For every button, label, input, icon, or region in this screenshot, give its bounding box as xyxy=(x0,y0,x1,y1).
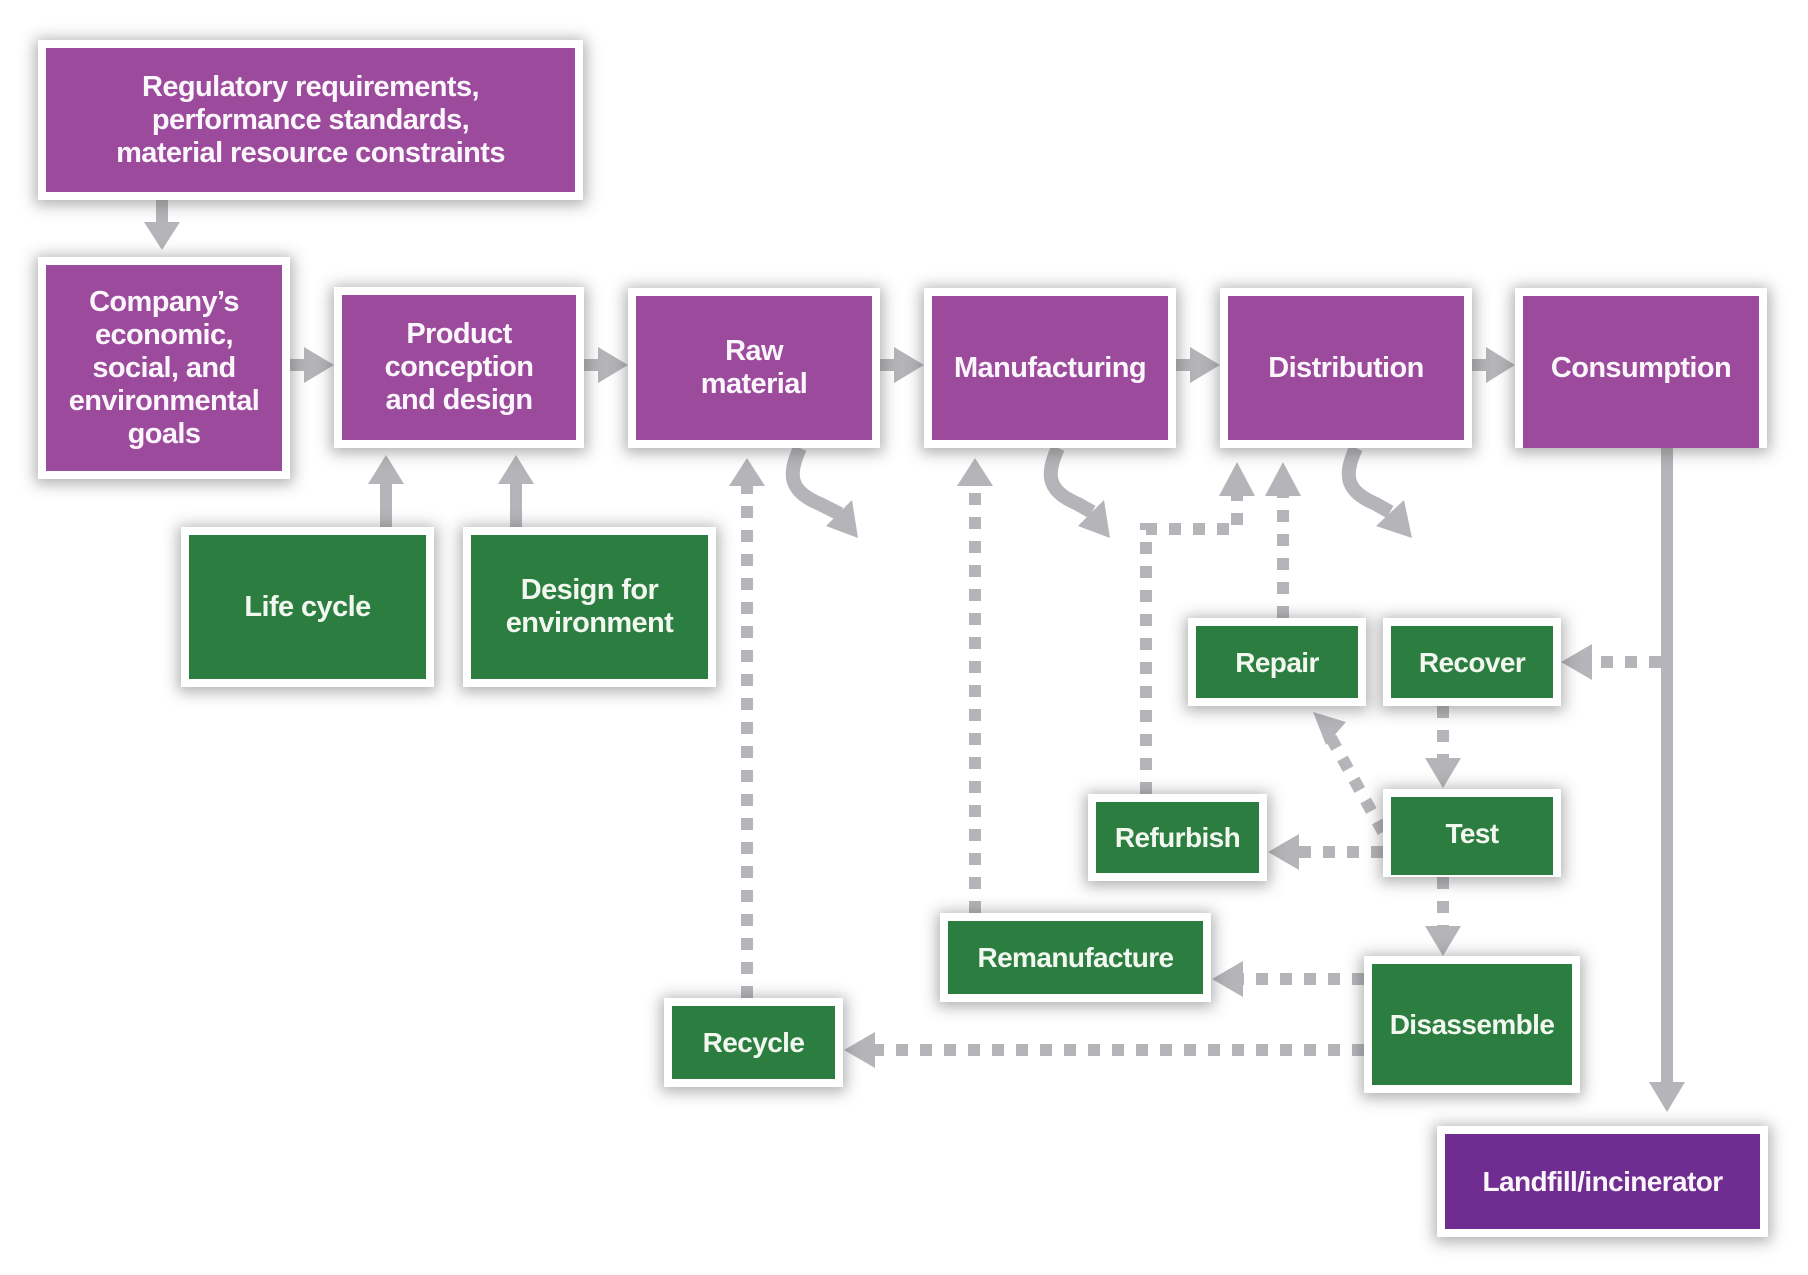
node-label: Company’s economic, social, and environm… xyxy=(68,285,260,450)
node-label: Raw material xyxy=(700,335,808,400)
curved-arrowhead-manufacturing xyxy=(1078,500,1110,538)
arrow-consumption-to-landfill xyxy=(1649,448,1685,1112)
node-label: Landfill/incinerator xyxy=(1482,1166,1723,1197)
node-label: Recover xyxy=(1418,646,1526,678)
curved-arrowhead-raw-material xyxy=(826,500,858,538)
node-remanufacture: Remanufacture xyxy=(940,913,1211,1002)
arrow-manufacturing-to-distribution xyxy=(1176,347,1220,383)
curved-arrow-manufacturing-waste xyxy=(1043,445,1096,519)
node-label: Test xyxy=(1445,817,1499,849)
node-design-for-environment: Design for environment xyxy=(463,527,716,687)
node-label: Remanufacture xyxy=(977,942,1174,973)
node-label: Refurbish xyxy=(1114,822,1241,853)
arrow-design-for-environment-to-product-design xyxy=(498,455,534,528)
arrowhead-disassemble-to-recycle xyxy=(844,1032,875,1068)
node-recycle: Recycle xyxy=(664,998,843,1087)
arrow-goals-to-product-design xyxy=(290,347,334,383)
node-regulatory-requirements: Regulatory requirements, performance sta… xyxy=(38,40,583,200)
node-label: Regulatory requirements, performance sta… xyxy=(116,70,505,169)
node-label: Recycle xyxy=(702,1027,805,1058)
node-label: Product conception and design xyxy=(384,318,534,416)
node-label: Manufacturing xyxy=(954,351,1147,384)
node-consumption: Consumption xyxy=(1515,288,1767,448)
node-label: Repair xyxy=(1235,646,1319,678)
node-disassemble: Disassemble xyxy=(1364,956,1580,1093)
arrowhead-test-to-repair xyxy=(1313,712,1346,745)
node-label: Distribution xyxy=(1268,351,1424,384)
arrow-raw-material-to-manufacturing xyxy=(880,347,924,383)
node-label: Life cycle xyxy=(244,590,371,623)
arrowhead-repair-to-distribution xyxy=(1265,462,1301,496)
curved-arrow-distribution-waste xyxy=(1341,445,1394,519)
arrowhead-recycle-to-raw-material xyxy=(729,458,765,486)
node-landfill-incinerator: Landfill/incinerator xyxy=(1437,1126,1768,1237)
arrowhead-consumption-to-recover xyxy=(1561,644,1592,680)
node-label: Consumption xyxy=(1550,351,1732,384)
arrowhead-refurbish-to-distribution xyxy=(1219,462,1255,496)
node-distribution: Distribution xyxy=(1220,288,1472,448)
curved-arrowhead-distribution xyxy=(1376,500,1412,538)
node-label: Disassemble xyxy=(1389,1009,1555,1040)
arrowhead-disassemble-to-remanufacture xyxy=(1212,961,1243,997)
arrowhead-test-to-refurbish xyxy=(1268,834,1299,870)
node-product-conception-design: Product conception and design xyxy=(334,287,584,448)
node-repair: Repair xyxy=(1188,618,1366,706)
arrow-product-design-to-raw-material xyxy=(584,347,628,383)
dotted-test-to-repair xyxy=(1324,733,1389,835)
node-life-cycle: Life cycle xyxy=(181,527,434,687)
arrow-regulatory-to-goals xyxy=(144,200,180,250)
node-label: Design for environment xyxy=(505,574,674,639)
node-recover: Recover xyxy=(1383,618,1561,706)
curved-arrow-raw-material-waste xyxy=(785,445,844,521)
arrowhead-remanufacture-to-manufacturing xyxy=(957,458,993,486)
node-manufacturing: Manufacturing xyxy=(924,288,1176,448)
arrow-life-cycle-to-product-design xyxy=(368,455,404,528)
arrow-distribution-to-consumption xyxy=(1472,347,1515,383)
node-refurbish: Refurbish xyxy=(1088,794,1267,881)
node-test: Test xyxy=(1383,789,1561,877)
node-company-goals: Company’s economic, social, and environm… xyxy=(38,257,290,479)
arrowhead-recover-to-test xyxy=(1425,758,1461,788)
arrowhead-test-to-disassemble xyxy=(1425,926,1461,956)
node-raw-material: Raw material xyxy=(628,288,880,448)
